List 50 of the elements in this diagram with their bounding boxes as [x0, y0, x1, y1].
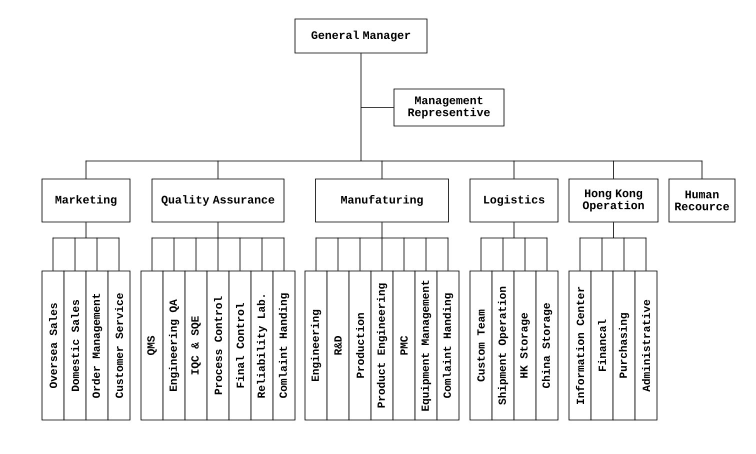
connector-line: [502, 237, 504, 271]
department-box: Manufaturing: [315, 178, 449, 222]
section-box: IQC & SQE: [184, 270, 208, 420]
section-box: Oversea Sales: [42, 270, 64, 420]
connector-line: [315, 222, 449, 238]
department-box: Logistics: [470, 178, 558, 222]
connector-line: [52, 222, 120, 238]
connector-line: [96, 237, 98, 271]
department-box: Hong Kong Operation: [568, 178, 658, 222]
section-box: Customer Service: [108, 270, 130, 420]
section-box: HK Storage: [514, 270, 536, 420]
section-box: Engineering: [304, 270, 328, 420]
section-box: Engineering QA: [162, 270, 186, 420]
section-box: Comlaint Handing: [436, 270, 460, 420]
connector-line: [360, 107, 394, 108]
section-box: Order Management: [86, 270, 108, 420]
connector-line: [480, 222, 548, 238]
section-box: China Storage: [536, 270, 558, 420]
section-box: PMC: [392, 270, 416, 420]
section-box: Product Engineering: [370, 270, 394, 420]
section-box: Administrative: [634, 270, 658, 420]
representative-box: Management Representive: [394, 88, 504, 126]
section-box: Purchasing: [612, 270, 636, 420]
section-box: Information Center: [568, 270, 592, 420]
section-box: R&D: [326, 270, 350, 420]
department-box: Human Recource: [668, 178, 736, 222]
connector-line: [52, 237, 54, 271]
department-box: Quality Assurance: [152, 178, 284, 222]
department-box: Marketing: [42, 178, 130, 222]
section-box: Equipment Management: [414, 270, 438, 420]
connector-line: [524, 237, 526, 271]
section-box: Custom Team: [470, 270, 492, 420]
section-box: Process Control: [206, 270, 230, 420]
connector-line: [613, 160, 614, 179]
connector-line: [579, 222, 647, 238]
connector-line: [151, 222, 285, 238]
section-box: Shipment Operation: [492, 270, 514, 420]
connector-line: [546, 237, 548, 271]
connector-line: [480, 237, 482, 271]
connector-line: [118, 237, 120, 271]
section-box: Domestic Sales: [64, 270, 86, 420]
section-box: QMS: [140, 270, 164, 420]
section-box: Production: [348, 270, 372, 420]
section-box: Comlaint Handing: [272, 270, 296, 420]
connector-line: [85, 53, 703, 162]
section-box: Financal: [590, 270, 614, 420]
connector-line: [74, 237, 76, 271]
section-box: Reliability Lab.: [250, 270, 274, 420]
section-box: Final Control: [228, 270, 252, 420]
manager-box: General Manager: [294, 18, 428, 54]
